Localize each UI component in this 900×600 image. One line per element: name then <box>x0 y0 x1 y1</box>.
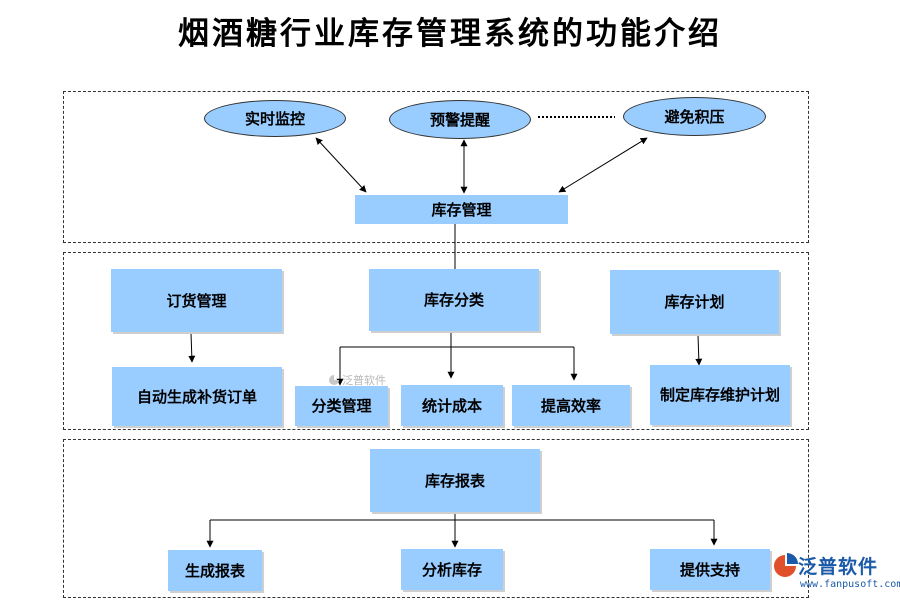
brand-logo-url: www.fanpusoft.com <box>800 579 900 590</box>
box-auto-replenish-label: 自动生成补货订单 <box>136 387 257 406</box>
watermark-small-text: 泛普软件 <box>342 374 386 387</box>
box-inventory-report-label: 库存报表 <box>424 471 485 490</box>
box-maintenance-plan-label: 制定库存维护计划 <box>659 386 780 404</box>
brand-logo-icon <box>774 553 798 577</box>
box-inventory-management-label: 库存管理 <box>431 200 492 219</box>
box-order-management: 订货管理 <box>111 269 282 332</box>
arrow-order <box>188 332 196 363</box>
brand-logo-name: 泛普软件 <box>798 556 879 578</box>
box-classify-management-label: 分类管理 <box>311 397 372 415</box>
box-auto-replenish-order: 自动生成补货订单 <box>112 367 282 426</box>
box-improve-efficiency-label: 提高效率 <box>540 396 601 415</box>
box-inventory-plan-label: 库存计划 <box>664 293 725 311</box>
box-provide-support-label: 提供支持 <box>679 560 740 579</box>
box-inventory-report: 库存报表 <box>370 449 540 512</box>
box-maintenance-plan: 制定库存维护计划 <box>650 365 790 425</box>
oval-realtime-label: 实时监控 <box>244 110 305 128</box>
section-frame-top <box>63 91 809 243</box>
oval-realtime-monitoring: 实时监控 <box>204 100 346 137</box>
watermark-small: 泛普软件 <box>328 372 386 388</box>
box-analyze-inventory: 分析库存 <box>401 549 503 590</box>
box-statistics-cost: 统计成本 <box>401 385 503 426</box>
page-title: 烟酒糖行业库存管理系统的功能介绍 <box>178 16 722 52</box>
box-classify-management: 分类管理 <box>295 386 388 426</box>
section-frame-bottom <box>63 439 809 598</box>
box-inventory-classification: 库存分类 <box>369 269 539 331</box>
arrow-realtime <box>315 137 367 193</box>
box-inventory-plan: 库存计划 <box>610 270 779 334</box>
box-order-management-label: 订货管理 <box>166 291 227 310</box>
oval-warning-label: 预警提醒 <box>429 111 490 129</box>
brand-logo: 泛普软件 www.fanpusoft.com <box>772 548 900 598</box>
box-inventory-classification-label: 库存分类 <box>423 291 484 309</box>
watermark-logo-icon <box>329 375 339 385</box>
box-generate-report: 生成报表 <box>168 550 262 591</box>
arrow-plan <box>695 334 703 366</box>
oval-avoid-label: 避免积压 <box>664 108 725 126</box>
oval-avoid-backlog: 避免积压 <box>623 97 766 136</box>
box-inventory-management: 库存管理 <box>355 195 568 224</box>
box-generate-report-label: 生成报表 <box>184 561 245 580</box>
box-improve-efficiency: 提高效率 <box>512 385 630 426</box>
box-analyze-inventory-label: 分析库存 <box>421 560 482 579</box>
arrow-avoid <box>558 137 648 193</box>
section-frame-middle <box>63 252 809 430</box>
oval-warning-reminder: 预警提醒 <box>389 100 531 139</box>
box-provide-support: 提供支持 <box>650 549 770 590</box>
box-statistics-cost-label: 统计成本 <box>421 396 482 415</box>
